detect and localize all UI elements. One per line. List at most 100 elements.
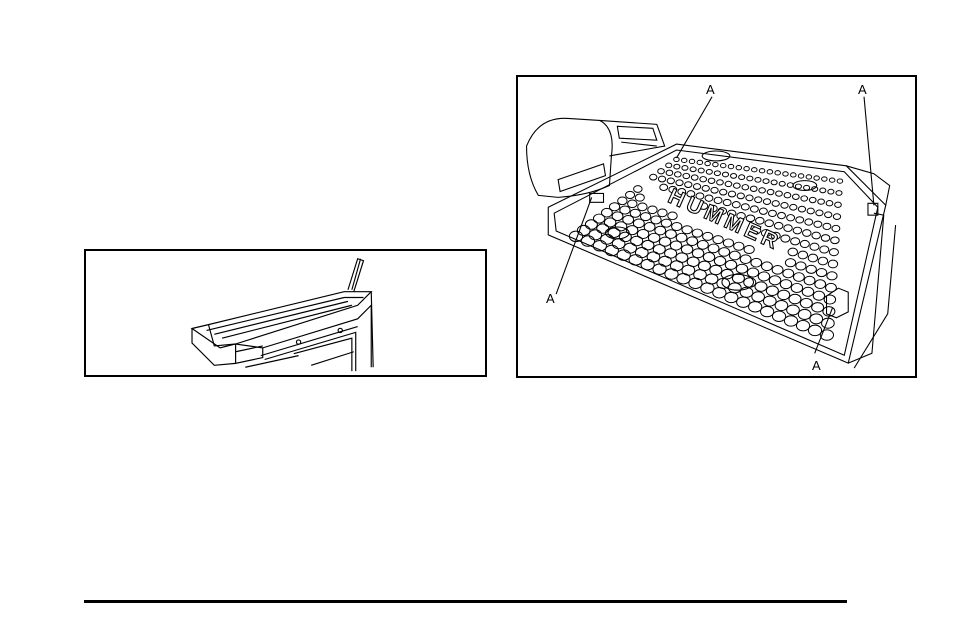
mat-hole [793,227,801,234]
mat-hole [772,201,779,207]
mat-hole [787,305,800,315]
mat-hole [784,225,792,232]
mat-hole [798,206,805,212]
mat-hole [736,264,747,273]
mat-hole [800,240,809,247]
mat-hole [719,248,730,257]
mat-hole [634,186,642,193]
mat-hole [685,182,692,188]
mat-hole [658,176,665,182]
mat-hole [660,184,668,190]
mat-hole [720,189,727,195]
mat-hole [638,203,647,211]
mat-hole [755,197,762,203]
mat-hole [798,174,804,178]
mat-hole [800,298,812,307]
mat-hole [682,166,688,171]
mat-hole [641,259,654,269]
mat-hole [815,280,826,289]
mat-hole [597,224,609,233]
mat-hole [681,158,687,162]
mat-hole [787,183,793,188]
mat-hole [807,208,814,214]
mat-hole [628,200,637,208]
mat-hole [668,212,677,220]
mat-hole [761,262,772,271]
mat-hole [700,177,707,182]
mat-hole [642,240,654,249]
mat-hole [650,174,657,180]
mat-hole [692,229,702,237]
mat-hole [796,217,804,223]
mat-hole [722,172,728,177]
mat-hole [767,170,773,174]
mat-hole [780,280,791,289]
mat-hole [783,172,789,176]
mat-hole [698,168,704,173]
mat-hole [755,177,761,182]
mat-hole [713,236,723,244]
mat-hole [775,171,781,175]
mat-hole [674,172,681,177]
cargo-mat-illustration: HUMMER A A A A [516,75,917,378]
mat-hole [749,302,762,312]
mat-hole [732,274,744,283]
mat-hole [801,196,808,201]
tailgate-drawing [86,251,485,375]
mat-hole [836,191,842,196]
mat-hole [791,173,797,177]
mat-hole [690,167,696,172]
mat-hole [740,255,751,264]
mat-hole [706,169,712,174]
mat-hole [682,226,692,234]
mat-hole [814,176,820,180]
mat-hole [742,185,749,190]
mat-hole [827,272,837,280]
mat-hole [672,222,682,230]
mat-hole [725,292,738,302]
callout-a-top-right: A [858,83,867,96]
mat-hole [804,185,810,190]
mat-hole [659,256,672,266]
mat-hole [798,251,807,259]
mat-hole [751,258,762,267]
mat-hole [677,273,690,283]
mat-hole [829,249,838,256]
mat-hole [826,283,837,292]
mat-hole [617,250,630,260]
mat-hole [812,232,820,239]
mat-hole [708,244,719,253]
mat-hole [744,167,750,171]
mat-hole [725,181,732,186]
mat-hole [658,209,667,217]
mat-hole [689,278,702,288]
mat-hole [653,245,665,254]
mat-hole [713,162,719,166]
mat-hole [647,252,660,262]
mat-hole [637,229,648,238]
mat-hole [812,303,824,312]
mat-hole [775,301,788,311]
mat-hole [755,282,767,291]
mat-hole [805,219,813,225]
mat-hole [785,259,795,267]
mat-hole [729,283,742,293]
mat-hole [618,197,627,205]
mat-hole [820,246,829,253]
mat-hole [714,256,725,265]
mat-hole [790,204,797,210]
mat-hole [747,268,758,277]
mat-hole [802,287,813,296]
mat-hole [813,291,824,300]
mat-hole [759,188,766,193]
mat-hole [795,184,801,189]
mat-hole [750,206,758,212]
mat-hole [787,215,795,221]
mat-hole [666,163,672,168]
mat-hole [810,314,823,324]
mat-hole [733,183,740,188]
mat-hole [829,178,835,182]
mat-hole [732,202,740,208]
mat-hole [674,157,680,161]
mat-hole [683,173,690,178]
